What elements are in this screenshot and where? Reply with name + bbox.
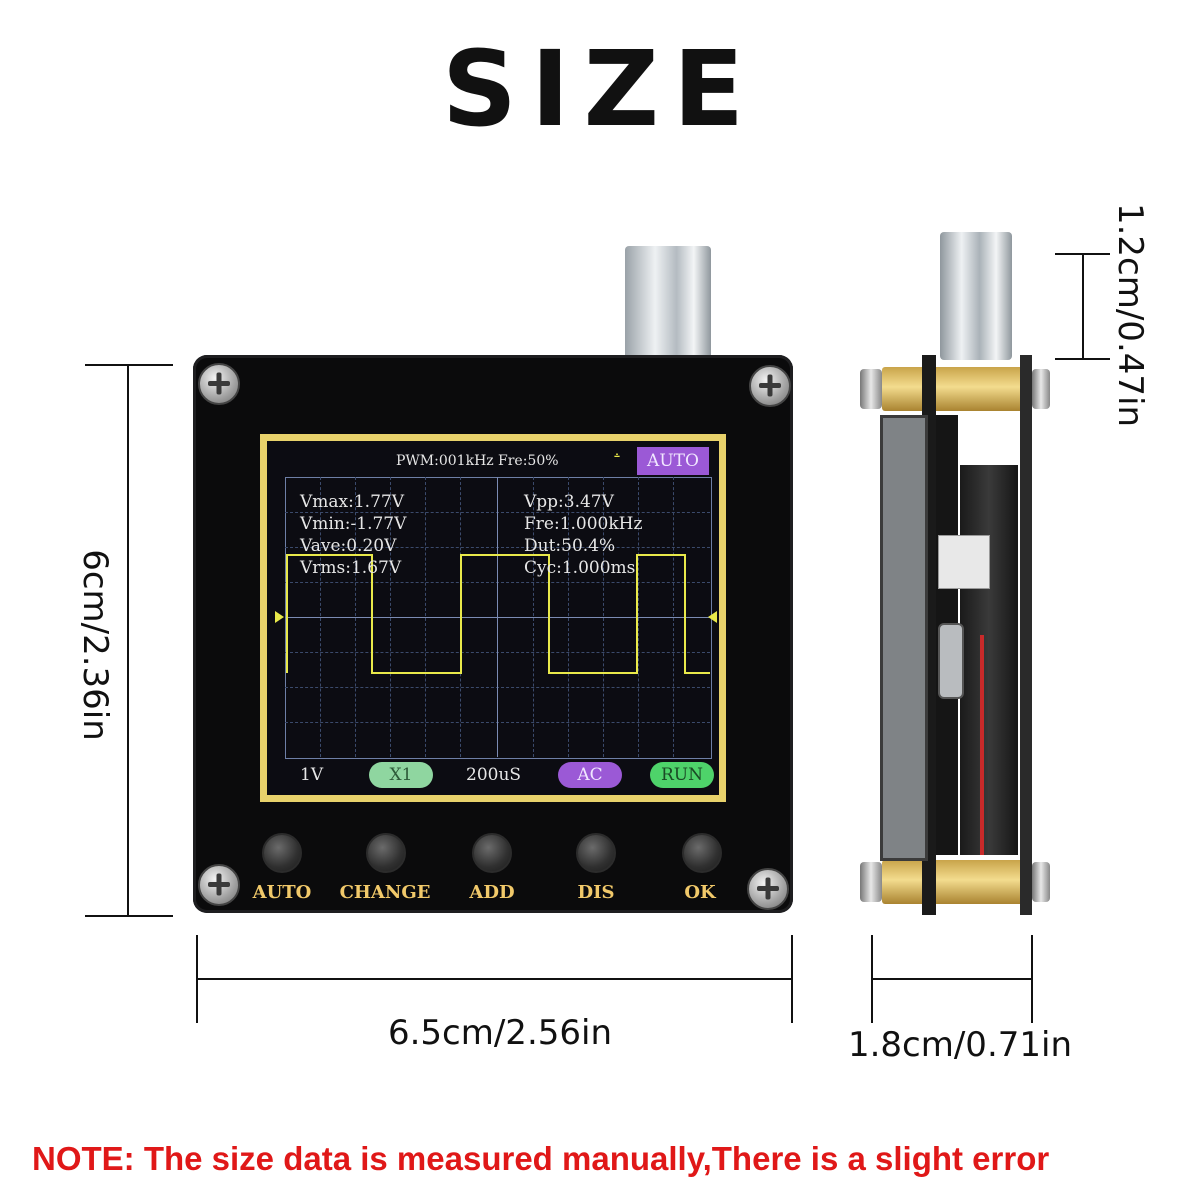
- grid-line: [533, 477, 534, 757]
- auto-mode-badge: AUTO: [637, 447, 709, 475]
- vmin-readout: Vmin:-1.77V: [300, 514, 407, 534]
- back-plate: [1020, 355, 1032, 915]
- grid-line: [568, 477, 569, 757]
- auto-button[interactable]: [262, 833, 302, 873]
- add-button-label: ADD: [469, 882, 515, 903]
- screw-head-icon: [860, 369, 882, 409]
- freq-readout: Fre:1.000kHz: [524, 514, 643, 534]
- timebase-readout: 200uS: [466, 765, 522, 785]
- usb-c-port: [938, 623, 964, 699]
- battery: [960, 465, 1018, 855]
- depth-dim-line: [871, 978, 1033, 980]
- bnc-connector-side: [940, 232, 1012, 360]
- vpp-readout: Vpp:3.47V: [524, 492, 614, 512]
- connector-dim-bottom-tick: [1055, 358, 1110, 360]
- measurement-note: NOTE: The size data is measured manually…: [32, 1140, 1050, 1177]
- grid-center-v: [497, 477, 498, 757]
- screw-icon: [749, 365, 791, 407]
- grid-line: [603, 477, 604, 757]
- depth-dim-right-tick: [1031, 935, 1033, 1023]
- height-dim-bottom-tick: [85, 915, 173, 917]
- grid-line: [425, 477, 426, 757]
- change-button-label: CHANGE: [339, 882, 431, 903]
- grid-line: [355, 477, 356, 757]
- connector-dim-label: 1.2cm/0.47in: [1110, 202, 1150, 428]
- probe-x1-badge: X1: [369, 762, 433, 788]
- lcd-screen: [267, 441, 719, 795]
- vmax-readout: Vmax:1.77V: [300, 492, 404, 512]
- screw-icon: [747, 868, 789, 910]
- volt-div-readout: 1V: [300, 765, 324, 785]
- oscilloscope-side: [860, 355, 1050, 915]
- ok-button-label: OK: [684, 882, 716, 903]
- pwm-readout: PWM:001kHz: [396, 453, 494, 469]
- dis-button[interactable]: [576, 833, 616, 873]
- add-button[interactable]: [472, 833, 512, 873]
- grid-line: [638, 477, 639, 757]
- duty-readout: Fre:50%: [498, 453, 559, 469]
- duty-cycle-readout: Dut:50.4%: [524, 536, 616, 556]
- change-button[interactable]: [366, 833, 406, 873]
- run-state-badge: RUN: [650, 762, 714, 788]
- vrms-readout: Vrms:1.67V: [300, 558, 402, 578]
- height-dim-top-tick: [85, 364, 173, 366]
- ok-button[interactable]: [682, 833, 722, 873]
- brass-standoff-bottom: [882, 860, 1032, 904]
- auto-button-label: AUTO: [252, 882, 312, 903]
- page-title: SIZE: [441, 28, 759, 150]
- trigger-marker-icon: [275, 611, 284, 623]
- red-wire: [980, 635, 984, 855]
- coupling-badge: AC: [558, 762, 622, 788]
- depth-dim-label: 1.8cm/0.71in: [847, 1025, 1073, 1065]
- screw-icon: [198, 864, 240, 906]
- screw-head-icon: [1032, 862, 1050, 902]
- dis-button-label: DIS: [577, 882, 615, 903]
- trigger-edge-icon: ꜙ: [617, 451, 629, 471]
- screen-module: [880, 415, 928, 861]
- vave-readout: Vave:0.20V: [300, 536, 397, 556]
- cycle-readout: Cyc:1.000ms: [524, 558, 636, 578]
- width-dim-line: [196, 978, 793, 980]
- screw-icon: [198, 363, 240, 405]
- grid-line: [390, 477, 391, 757]
- grid-line: [673, 477, 674, 757]
- square-waveform: [286, 554, 710, 674]
- right-readings: Vpp:3.47V Fre:1.000kHz Dut:50.4% Cyc:1.0…: [524, 491, 642, 579]
- white-connector: [938, 535, 990, 589]
- connector-dim-line: [1082, 253, 1084, 360]
- bnc-connector: [625, 246, 711, 360]
- width-dim-right-tick: [791, 935, 793, 1023]
- height-dim-label: 6cm/2.36in: [75, 549, 115, 741]
- grid-line: [320, 477, 321, 757]
- screw-head-icon: [860, 862, 882, 902]
- width-dim-label: 6.5cm/2.56in: [387, 1013, 613, 1053]
- brass-standoff-top: [882, 367, 1032, 411]
- left-readings: Vmax:1.77V Vmin:-1.77V Vave:0.20V Vrms:1…: [300, 491, 406, 579]
- level-marker-icon: [708, 611, 717, 623]
- screw-head-icon: [1032, 369, 1050, 409]
- height-dim-line: [127, 364, 129, 917]
